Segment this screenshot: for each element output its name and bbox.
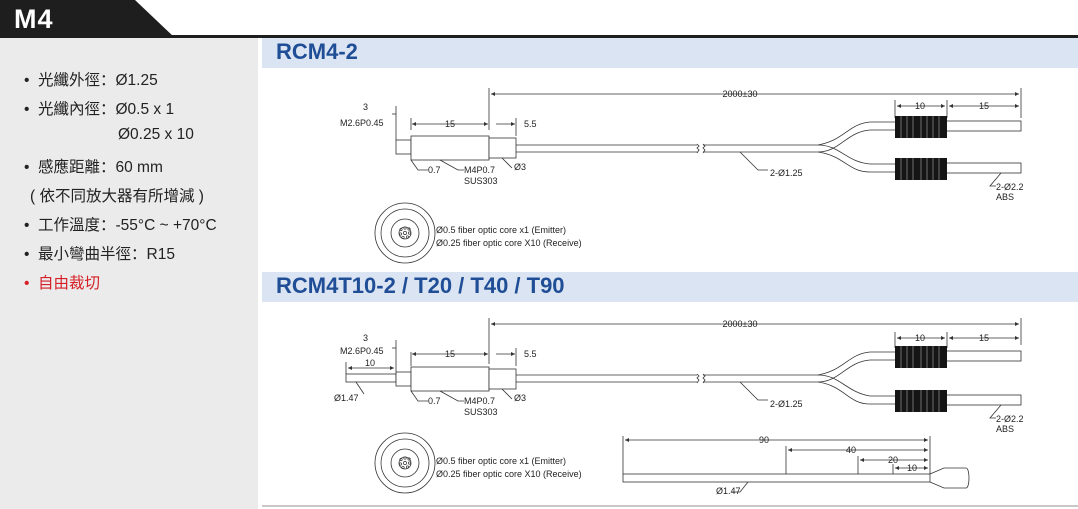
dim-tip-40: 40 bbox=[846, 445, 856, 455]
dim-material: SUS303 bbox=[464, 176, 498, 186]
dim-conn-a: 10 bbox=[915, 101, 925, 111]
dim-end-dia: 2-Ø2.2 bbox=[996, 414, 1024, 424]
legend-emitter: Ø0.5 fiber optic core x1 (Emitter) bbox=[436, 225, 566, 235]
spec-item-highlight: •自由裁切 bbox=[24, 275, 101, 292]
dim-thread: 3 bbox=[363, 102, 368, 112]
header-rule bbox=[0, 35, 1078, 38]
spec-panel: •光纖外徑：Ø1.25 •光纖內徑：Ø0.5 x 1 Ø0.25 x 10 •感… bbox=[0, 38, 258, 509]
dim-thread-spec: M2.6P0.45 bbox=[340, 118, 384, 128]
header-tab bbox=[0, 0, 175, 38]
section-bar: RCM4T10-2 / T20 / T40 / T90 bbox=[262, 272, 1078, 302]
dim-tip-10: 10 bbox=[907, 463, 917, 473]
drawing-rcm4-2 bbox=[374, 88, 1022, 264]
dim-conn-b: 15 bbox=[979, 101, 989, 111]
spec-item: •最小彎曲半徑：R15 bbox=[24, 246, 175, 263]
dim-thread: 3 bbox=[363, 333, 368, 343]
dim-tip: 0.7 bbox=[428, 165, 441, 175]
dim-tip-len: 10 bbox=[365, 358, 375, 368]
dim-tip: 0.7 bbox=[428, 396, 441, 406]
dim-body: 15 bbox=[445, 119, 455, 129]
labels-section-1: 2000±30 3 M2.6P0.45 15 5.5 0.7 M4P0.7 SU… bbox=[340, 89, 1024, 248]
legend-receive: Ø0.25 fiber optic core X10 (Receive) bbox=[436, 238, 582, 248]
section-title: RCM4-2 bbox=[276, 39, 358, 64]
dim-end-dia: 2-Ø2.2 bbox=[996, 182, 1024, 192]
connector-blocks bbox=[895, 116, 947, 412]
dim-end-mat: ABS bbox=[996, 192, 1014, 202]
dim-total: 2000±30 bbox=[723, 319, 758, 329]
labels-section-2: 2000±30 3 M2.6P0.45 10 Ø1.47 15 5.5 0.7 … bbox=[334, 319, 1024, 496]
dim-tube-dia: Ø3 bbox=[514, 162, 526, 172]
page-title: M4 bbox=[14, 4, 54, 34]
legend-emitter: Ø0.5 fiber optic core x1 (Emitter) bbox=[436, 456, 566, 466]
bottom-rule bbox=[262, 505, 1078, 507]
drawing-rcm4t10-2 bbox=[345, 318, 1022, 494]
dim-tip-20: 20 bbox=[888, 455, 898, 465]
dim-fiber: 2-Ø1.25 bbox=[770, 399, 803, 409]
spec-item: •光纖內徑：Ø0.5 x 1 bbox=[24, 101, 175, 118]
spec-item: •工作溫度：-55°C ~ +70°C bbox=[24, 217, 217, 234]
dim-total: 2000±30 bbox=[723, 89, 758, 99]
dim-tube: 5.5 bbox=[524, 119, 537, 129]
spec-item: ( 依不同放大器有所增減 ) bbox=[30, 188, 204, 205]
dim-thread-spec: M2.6P0.45 bbox=[340, 346, 384, 356]
spec-item: Ø0.25 x 10 bbox=[118, 126, 194, 143]
dim-tube-dia: Ø3 bbox=[514, 393, 526, 403]
dim-body: 15 bbox=[445, 349, 455, 359]
dim-material: SUS303 bbox=[464, 407, 498, 417]
dim-fiber: 2-Ø1.25 bbox=[770, 168, 803, 178]
spec-item: •光纖外徑：Ø1.25 bbox=[24, 72, 158, 89]
legend-receive: Ø0.25 fiber optic core X10 (Receive) bbox=[436, 469, 582, 479]
dim-tip-variant-dia: Ø1.47 bbox=[716, 486, 741, 496]
dim-nut: M4P0.7 bbox=[464, 165, 495, 175]
spec-item: •感應距離：60 mm bbox=[24, 159, 163, 176]
dim-tip-90: 90 bbox=[759, 435, 769, 445]
dim-conn-b: 15 bbox=[979, 333, 989, 343]
dim-end-mat: ABS bbox=[996, 424, 1014, 434]
dim-tip-dia: Ø1.47 bbox=[334, 393, 359, 403]
section-title: RCM4T10-2 / T20 / T40 / T90 bbox=[276, 273, 565, 298]
dim-conn-a: 10 bbox=[915, 333, 925, 343]
dim-tube: 5.5 bbox=[524, 349, 537, 359]
section-bar: RCM4-2 bbox=[262, 38, 1078, 68]
dim-nut: M4P0.7 bbox=[464, 396, 495, 406]
